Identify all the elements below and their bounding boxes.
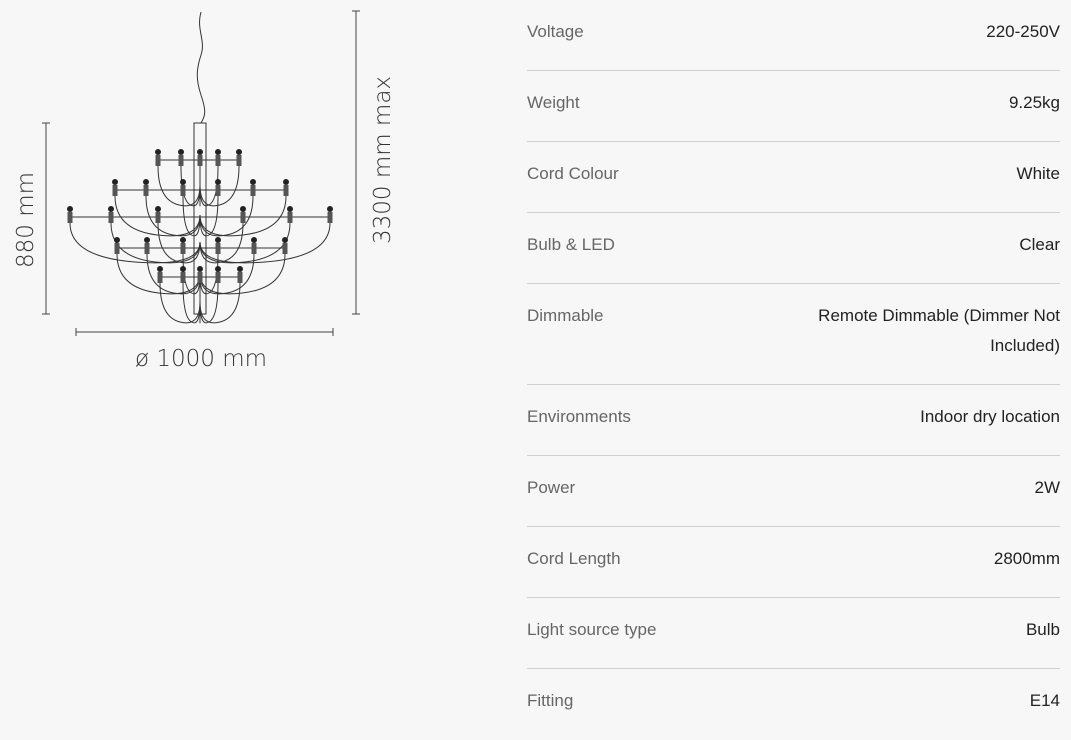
- spec-row-fitting: Fitting E14: [527, 669, 1060, 740]
- spec-value: Remote Dimmable (Dimmer Not Included): [818, 306, 1060, 355]
- bulb-icon: [287, 206, 293, 223]
- bulb-icon: [215, 179, 221, 196]
- bulb-icon: [283, 179, 289, 196]
- bulb-icon: [237, 266, 243, 283]
- bulb-icon: [282, 237, 288, 254]
- bulb-icon: [112, 179, 118, 196]
- bulb-icon: [144, 237, 150, 254]
- bulb-icon: [108, 206, 114, 223]
- bulb-icon: [327, 206, 333, 223]
- spec-row-bulb-led: Bulb & LED Clear: [527, 213, 1060, 284]
- bulb-icon: [157, 266, 163, 283]
- bulb-icon: [178, 149, 184, 166]
- bulb-icon: [155, 206, 161, 223]
- bulb-cord: [145, 195, 201, 237]
- spec-label: Voltage: [527, 22, 584, 41]
- spec-label: Cord Length: [527, 549, 621, 568]
- specifications-table: Voltage 220-250V Weight 9.25kg Cord Colour…: [527, 0, 1060, 740]
- bulb-icon: [197, 149, 203, 166]
- spec-label: Light source type: [527, 620, 657, 639]
- bulb-cord: [159, 282, 201, 324]
- spec-label: Bulb & LED: [527, 235, 615, 254]
- diameter-dimension-label: ø 1000 mm: [135, 346, 267, 372]
- bulb-icon: [240, 206, 246, 223]
- spec-row-environments: Environments Indoor dry location: [527, 385, 1060, 456]
- spec-value: 220-250V: [986, 22, 1060, 41]
- bulb-icon: [215, 237, 221, 254]
- bulb-cord: [114, 195, 201, 237]
- suspension-cord: [196, 11, 206, 124]
- bulb-icon: [250, 179, 256, 196]
- bulb-cord: [199, 253, 255, 295]
- spec-value: 2800mm: [993, 549, 1060, 568]
- bulb-icon: [215, 266, 221, 283]
- bulb-cord: [199, 195, 287, 237]
- spec-row-cord-length: Cord Length 2800mm: [527, 527, 1060, 598]
- bulb-icon: [114, 237, 120, 254]
- bulb-cord: [199, 195, 219, 237]
- bulb-cord: [182, 195, 201, 237]
- bulb-cord: [157, 222, 201, 264]
- spec-value: Clear: [1019, 235, 1060, 254]
- bulb-cord: [182, 282, 201, 324]
- bulb-cord: [199, 165, 240, 207]
- spec-label: Power: [527, 478, 576, 497]
- spec-label: Fitting: [527, 691, 574, 710]
- total-height-dimension-label: 3300 mm max: [370, 76, 396, 244]
- spec-row-cord-colour: Cord Colour White: [527, 142, 1060, 213]
- height-dimension-label: 880 mm: [13, 172, 39, 268]
- bulb-cord: [157, 165, 201, 207]
- spec-value: White: [1016, 164, 1060, 183]
- dimension-lines: [42, 10, 360, 336]
- bulb-icon: [67, 206, 73, 223]
- spec-label: Cord Colour: [527, 164, 619, 183]
- spec-row-light-source-type: Light source type Bulb: [527, 598, 1060, 669]
- spec-value: Bulb: [1025, 620, 1060, 639]
- bulb-cord: [199, 282, 241, 324]
- bulb-icon: [155, 149, 161, 166]
- bulb-icon: [180, 266, 186, 283]
- spec-value: 2W: [1034, 478, 1061, 497]
- spec-value: Indoor dry location: [920, 407, 1060, 426]
- bulb-icon: [180, 179, 186, 196]
- spec-row-weight: Weight 9.25kg: [527, 71, 1060, 142]
- chandelier-dimension-drawing: 880 mm 3300 mm max ø 1000 mm: [13, 10, 396, 372]
- bulb-icon: [180, 237, 186, 254]
- spec-value: E14: [1029, 691, 1060, 710]
- spec-label: Dimmable: [527, 306, 604, 325]
- bulb-cord: [69, 222, 201, 264]
- bulb-icon: [251, 237, 257, 254]
- bulb-cord: [146, 253, 201, 295]
- bulb-cord: [199, 222, 331, 264]
- bulb-cord: [199, 253, 286, 295]
- bulb-icon: [215, 149, 221, 166]
- bulb-cord: [116, 253, 201, 295]
- bulb-icon: [236, 149, 242, 166]
- spec-label: Environments: [527, 407, 631, 426]
- spec-label: Weight: [527, 93, 580, 112]
- spec-row-voltage: Voltage 220-250V: [527, 0, 1060, 71]
- spec-value: 9.25kg: [1008, 93, 1060, 112]
- chandelier-illustration: [67, 11, 333, 324]
- spec-row-power: Power 2W: [527, 456, 1060, 527]
- bulb-icon: [143, 179, 149, 196]
- bulb-icon: [197, 266, 203, 283]
- bulb-cord: [199, 195, 254, 237]
- spec-row-dimmable: Dimmable Remote Dimmable (Dimmer Not Incl…: [527, 284, 1060, 385]
